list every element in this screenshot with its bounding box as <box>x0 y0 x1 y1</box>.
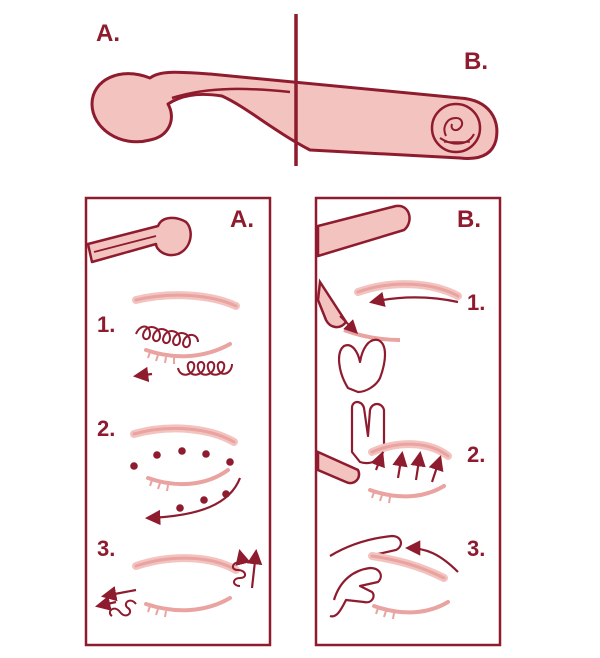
massage-tool <box>90 14 499 166</box>
panel-a-step-2-label: 2. <box>97 416 116 441</box>
panel-b-step-2-label: 2. <box>467 442 486 467</box>
panel-b-tool <box>316 204 411 258</box>
tool-label-b: B. <box>464 48 488 75</box>
panel-b-step-3-label: 3. <box>467 536 486 561</box>
finger-b1 <box>338 338 387 394</box>
swan-logo-icon <box>430 102 482 154</box>
tool-label-a: A. <box>96 20 120 47</box>
panel-a-tool <box>86 216 192 264</box>
tool-neck-line <box>171 87 291 100</box>
panel-a-label: A. <box>230 206 254 233</box>
panel-a-frame <box>84 196 272 647</box>
panel-b-step-1-eye <box>316 278 462 394</box>
panel-b-label: B. <box>457 206 481 233</box>
finger-b2 <box>350 400 386 465</box>
panel-a-step-3-eye <box>94 548 263 618</box>
panel-b-step-1-label: 1. <box>467 290 486 315</box>
panel-a-step-1-label: 1. <box>97 312 116 337</box>
spiral-upper <box>135 325 199 348</box>
panel-b-step-3-eye <box>329 534 459 620</box>
finger-b3 <box>329 566 382 618</box>
panel-a-step-1-eye <box>132 291 240 383</box>
spiral-lower <box>177 361 233 376</box>
panel-a-step-3-label: 3. <box>97 536 116 561</box>
panel-b-step-2-eye <box>316 400 452 504</box>
panel-b-frame <box>314 196 502 647</box>
panel-a-step-2-eye <box>130 424 242 526</box>
